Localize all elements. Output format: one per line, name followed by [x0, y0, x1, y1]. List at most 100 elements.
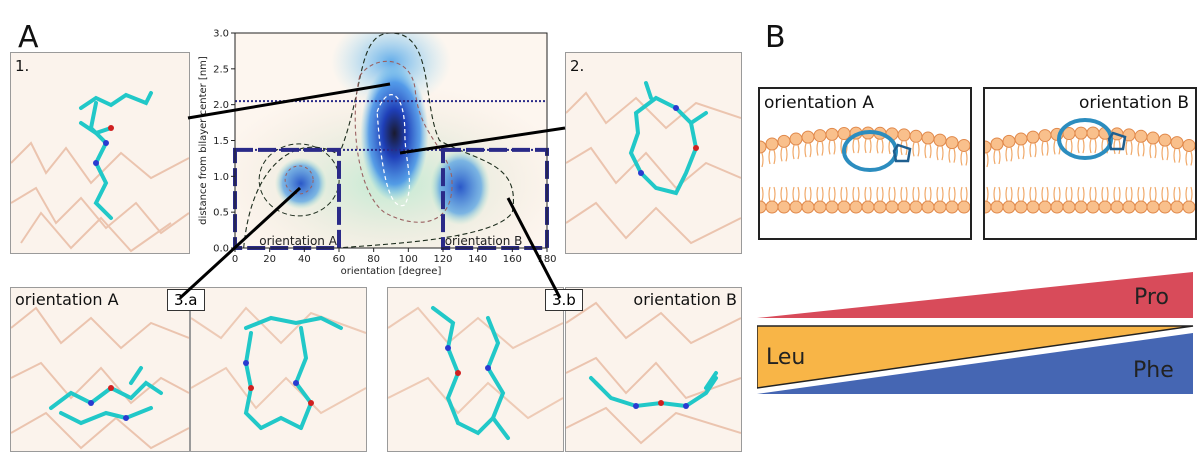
membrane-a-head-1-2 [777, 200, 791, 214]
membrane-b-head-1-16 [1170, 200, 1184, 214]
y-tick-label-3: 1.5 [213, 136, 229, 147]
membrane-a-tail-1-4 [804, 186, 812, 202]
membrane-b-leaflet-1 [985, 186, 1195, 214]
composition-triangles [757, 272, 1194, 394]
panel-letter-b: B [765, 20, 786, 55]
membrane-a-peptide-ring [842, 130, 898, 172]
membrane-b-tail-0-8 [1077, 138, 1085, 154]
snapshot-1: 1. [10, 52, 190, 254]
membrane-b-head-0-1 [990, 137, 1004, 151]
membrane-b-tail-1-2 [1005, 186, 1013, 202]
tag-3a: 3.a [167, 289, 205, 311]
membrane-a-peptide-ring-group [892, 143, 912, 163]
membrane-b-tail-1-17 [1185, 186, 1193, 202]
membrane-b-head-1-12 [1122, 200, 1136, 214]
membrane-b-tail-0-14 [1149, 143, 1157, 159]
snapshot-3a-side-art [11, 306, 189, 450]
membrane-b-tail-0-12 [1125, 140, 1133, 156]
membrane-a-head-0-4 [801, 130, 815, 144]
membrane-a-tail-0-10 [876, 139, 884, 154]
membrane-b-head-1-13 [1134, 200, 1148, 214]
snapshot-3a-label: orientation A [15, 290, 119, 309]
membrane-b-tail-1-13 [1137, 186, 1145, 202]
membrane-b-head-0-3 [1014, 132, 1028, 146]
membrane-a-tail-0-17 [960, 151, 968, 166]
membrane-a-head-1-15 [933, 200, 947, 214]
membrane-a-head-1-11 [885, 200, 899, 214]
membrane-a-tail-1-0 [761, 186, 764, 202]
membrane-b-tail-0-15 [1161, 145, 1169, 161]
membrane-b-tail-1-9 [1089, 186, 1097, 202]
membrane-b-head-1-9 [1086, 200, 1100, 214]
x-tick-label-6: 120 [433, 254, 452, 265]
leu-label: Leu [766, 345, 806, 370]
snapshot-3b-side-art [566, 301, 741, 445]
membrane-a-tail-0-16 [948, 148, 956, 163]
y-axis-label: distance from bilayer center [nm] [198, 56, 209, 225]
membrane-a-head-1-6 [825, 200, 839, 214]
membrane-a-head-0-17 [957, 138, 970, 152]
membrane-b-head-0-9 [1086, 126, 1100, 140]
membrane-b-tail-0-13 [1137, 142, 1145, 157]
x-tick-label-7: 140 [468, 254, 487, 265]
membrane-b-head-0-15 [1158, 133, 1172, 147]
x-tick-label-9: 180 [537, 254, 556, 265]
membrane-a-tail-0-15 [936, 145, 944, 161]
membrane-a-tail-1-10 [876, 186, 884, 202]
membrane-a-tail-1-7 [840, 186, 848, 202]
membrane-b-head-1-5 [1038, 200, 1052, 214]
x-tick-label-8: 160 [503, 254, 522, 265]
membrane-a-tail-1-5 [816, 186, 824, 202]
membrane-a-tail-1-11 [888, 186, 896, 202]
membrane-a-head-1-3 [789, 200, 803, 214]
membrane-b-head-0-13 [1134, 129, 1148, 143]
membrane-a-head-0-7 [837, 127, 851, 141]
membrane-a-head-1-16 [945, 200, 959, 214]
membrane-b-tail-0-16 [1173, 148, 1181, 163]
membrane-b-tail-1-8 [1077, 186, 1085, 202]
contour-side-a [284, 165, 314, 195]
membrane-a-head-1-5 [813, 200, 827, 214]
membrane-a-head-1-14 [921, 200, 935, 214]
density-side-b [430, 149, 491, 226]
contour-mid [354, 60, 453, 223]
membrane-b-tail-1-16 [1173, 186, 1181, 202]
membrane-b-leaflet-0 [985, 126, 1195, 168]
membrane-b-head-1-1 [990, 200, 1004, 214]
density-side-a [274, 157, 327, 210]
membrane-a-head-1-10 [873, 200, 887, 214]
membrane-a-tail-1-15 [936, 186, 944, 202]
membrane-a-tail-0-9 [864, 138, 872, 154]
membrane-b-tail-1-6 [1053, 186, 1061, 202]
membrane-b-tail-1-7 [1065, 186, 1073, 202]
membrane-b-head-1-17 [1182, 200, 1195, 214]
snapshot-1-art [11, 91, 189, 253]
membrane-a-head-1-13 [909, 200, 923, 214]
orientation-b-box: orientation B [983, 87, 1197, 240]
membrane-a-tail-1-3 [792, 186, 800, 202]
membrane-b-tail-0-4 [1029, 142, 1037, 158]
y-tick-label-5: 2.5 [213, 64, 229, 75]
membrane-b-peptide-ring-group [1107, 131, 1127, 151]
y-tick-label-6: 3.0 [213, 29, 229, 40]
membrane-b-tail-1-15 [1161, 186, 1169, 202]
region-b-label: orientation B [445, 234, 523, 248]
membrane-b-tail-0-1 [993, 149, 1001, 165]
x-tick-label-0: 0 [232, 254, 238, 265]
triangle-leu [757, 325, 1194, 389]
membrane-a-head-1-8 [849, 200, 863, 214]
snapshot-3b-top [387, 287, 564, 452]
membrane-b-head-0-5 [1038, 129, 1052, 143]
membrane-a-head-1-1 [765, 200, 779, 214]
membrane-a-tail-1-17 [960, 186, 968, 202]
membrane-b-tail-1-14 [1149, 186, 1157, 202]
snapshot-3a-top [190, 287, 367, 452]
membrane-a-tail-1-2 [780, 186, 788, 202]
snapshot-3a-side: orientation A [10, 287, 190, 452]
membrane-a-head-0-3 [789, 132, 803, 146]
membrane-b-head-1-2 [1002, 200, 1016, 214]
membrane-b-head-0-8 [1074, 126, 1088, 140]
membrane-a-head-0-14 [921, 131, 935, 145]
membrane-b-head-0-17 [1182, 138, 1195, 152]
membrane-a-tail-0-13 [912, 142, 920, 157]
